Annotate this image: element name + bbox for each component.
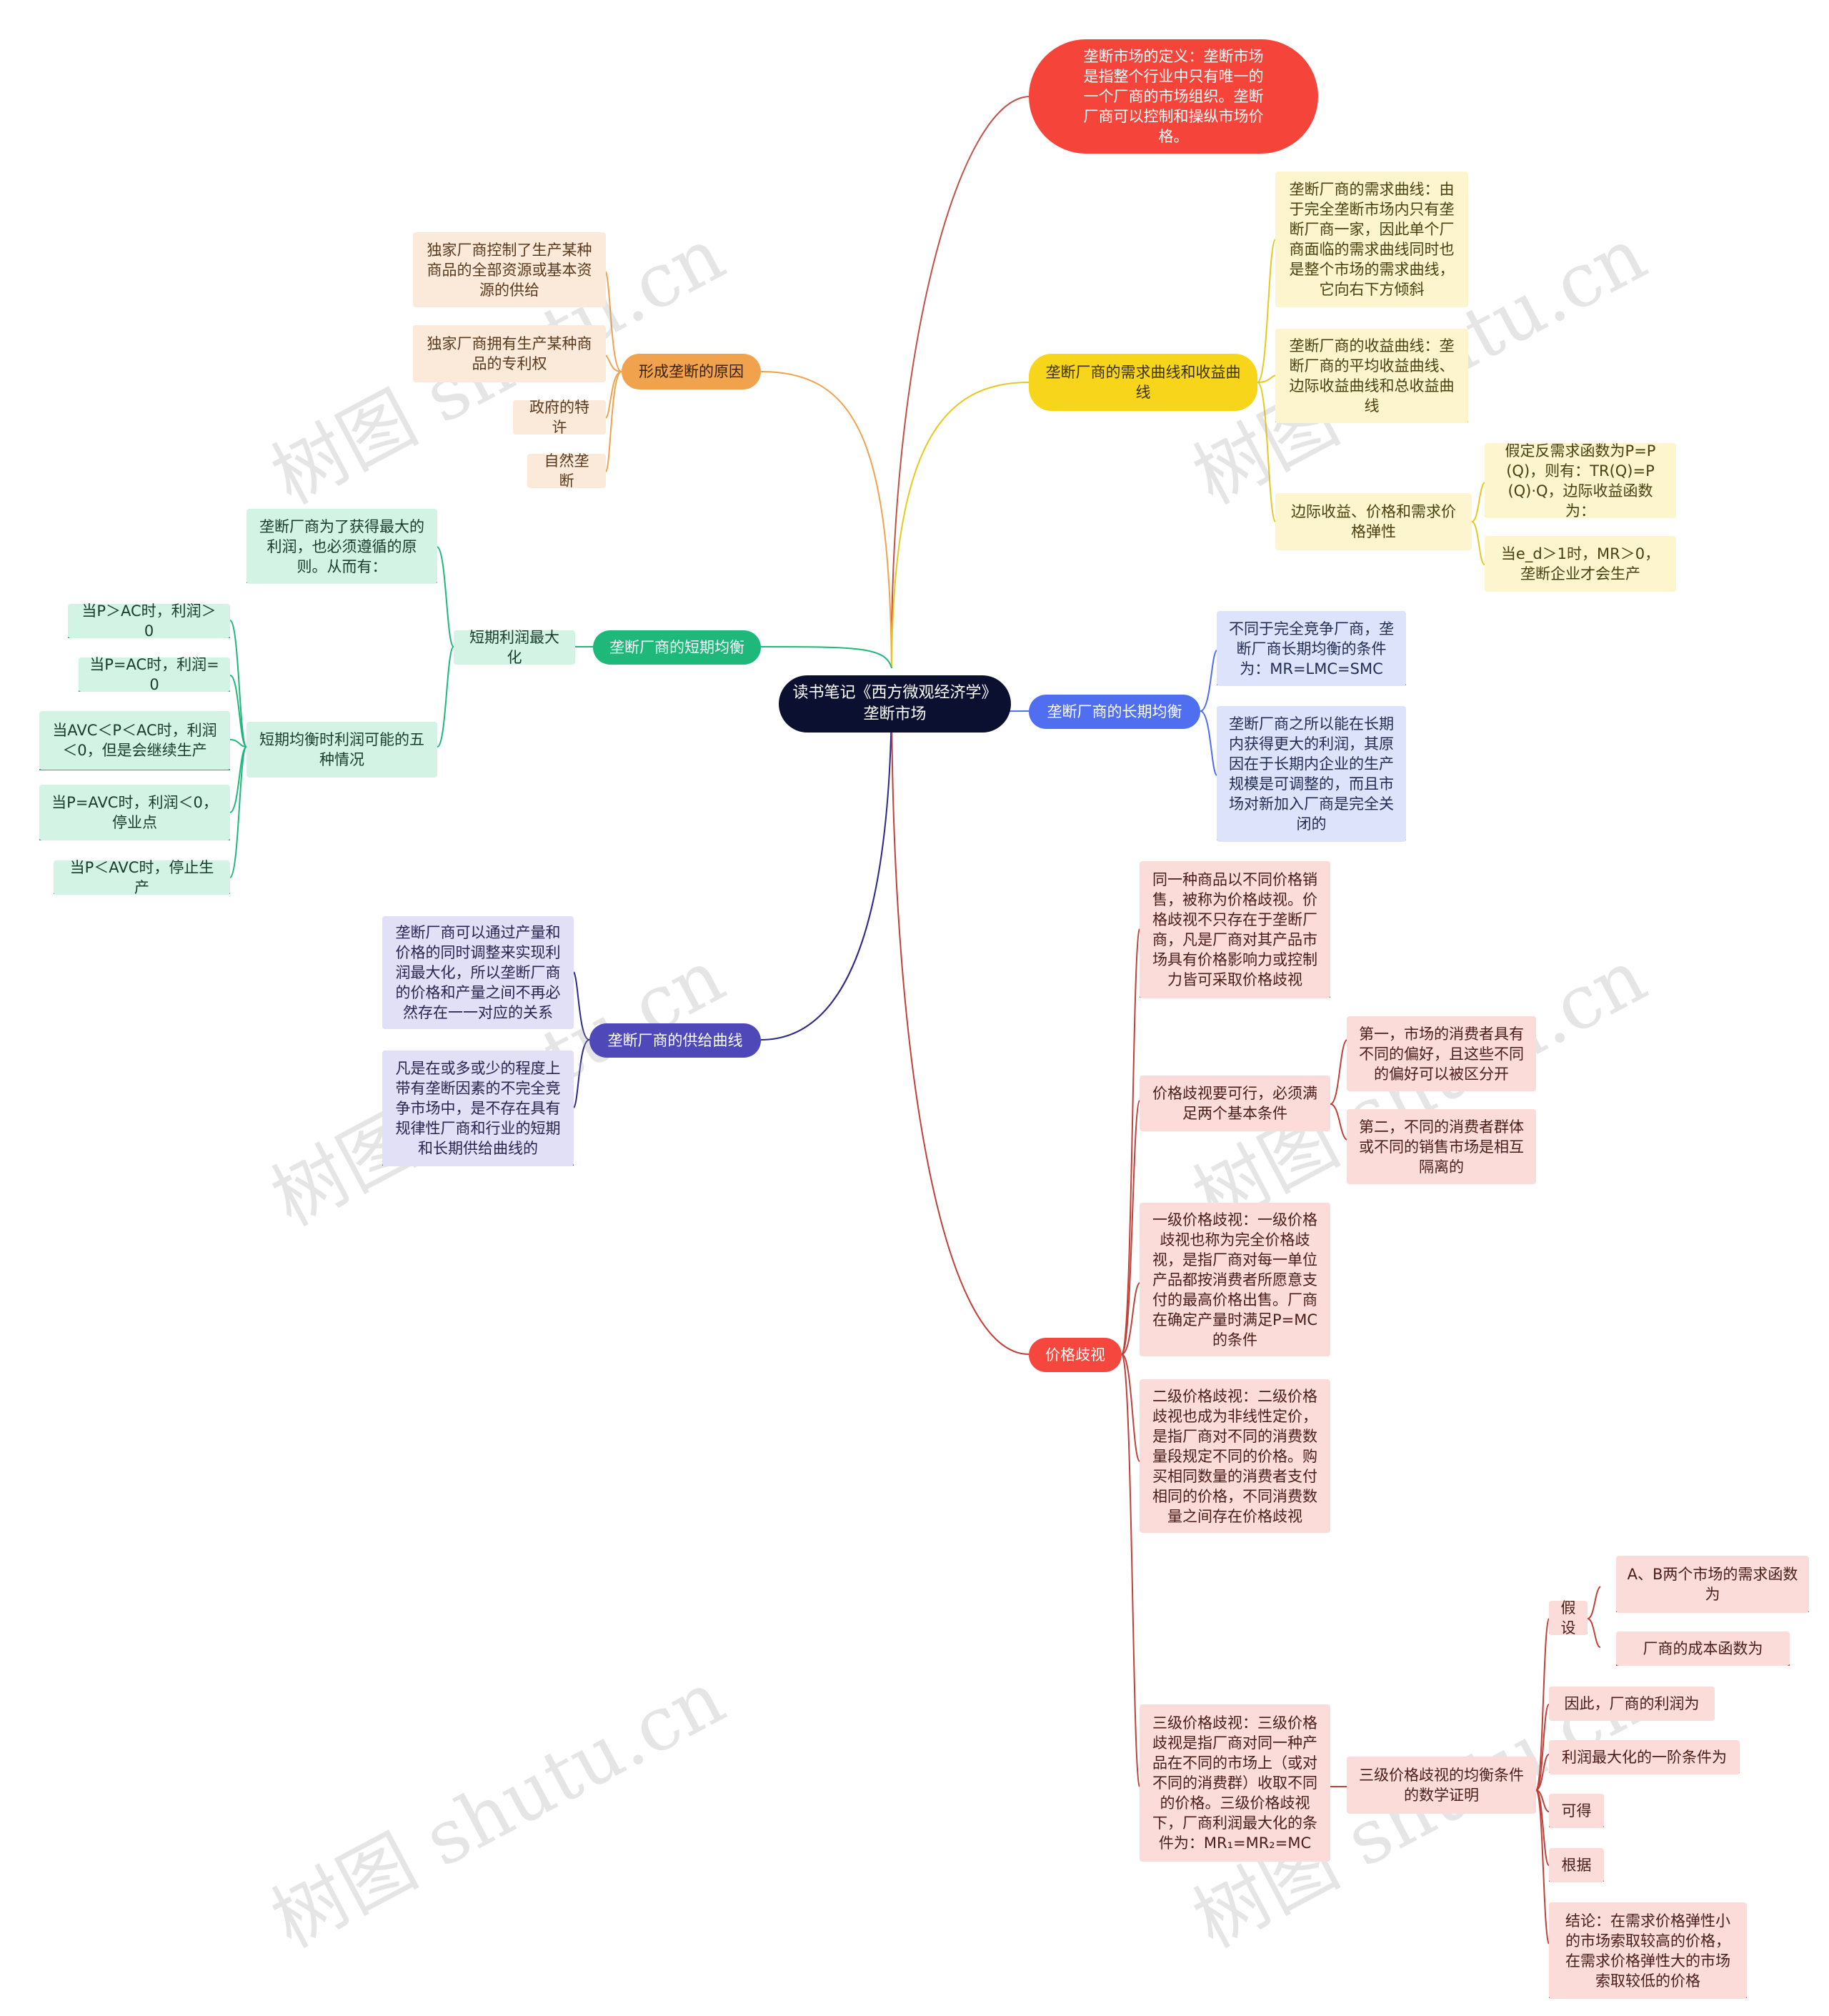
link-root-discrimination <box>891 703 1030 1355</box>
proof-item[interactable]: 可得 <box>1549 1794 1604 1828</box>
demand-item[interactable]: 垄断厂商的需求曲线：由于完全垄断市场内只有垄断厂商一家，因此单个厂商面临的需求曲… <box>1275 172 1468 307</box>
condition-item[interactable]: 第二，不同的消费者群体或不同的销售市场是相互隔离的 <box>1347 1109 1536 1184</box>
supply-item[interactable]: 凡是在或多或少的程度上带有垄断因素的不完全竞争市场中，是不存在具有规律性厂商和行… <box>382 1051 574 1166</box>
discrimination-definition[interactable]: 同一种商品以不同价格销售，被称为价格歧视。价格歧视不只存在于垄断厂商，凡是厂商对… <box>1140 861 1330 998</box>
causes-item[interactable]: 自然垄断 <box>527 452 606 490</box>
link-root-causes <box>760 371 892 669</box>
longrun-item[interactable]: 不同于完全竞争厂商，垄断厂商长期均衡的条件为：MR=LMC=SMC <box>1217 611 1406 686</box>
definition-node[interactable]: 垄断市场的定义：垄断市场是指整个行业中只有唯一的一个厂商的市场组织。垄断厂商可以… <box>1029 39 1318 154</box>
proof-node[interactable]: 三级价格歧视的均衡条件的数学证明 <box>1347 1757 1536 1814</box>
shortrun-subitem[interactable]: 垄断厂商为了获得最大的利润，也必须遵循的原则。从而有： <box>246 509 437 584</box>
condition-item[interactable]: 第一，市场的消费者具有不同的偏好，且这些不同的偏好可以被区分开 <box>1347 1016 1536 1091</box>
proof-item[interactable]: 因此，厂商的利润为 <box>1549 1687 1715 1721</box>
demand-subitem[interactable]: 当e_d＞1时，MR＞0，垄断企业才会生产 <box>1485 536 1676 592</box>
shortrun-case[interactable]: 当P＜AVC时，停止生产 <box>54 859 230 896</box>
link-root-definition <box>890 96 1030 669</box>
third-degree[interactable]: 三级价格歧视：三级价格歧视是指厂商对同一种产品在不同的市场上（或对不同的消费群）… <box>1140 1704 1330 1862</box>
shortrun-case[interactable]: 当P=AVC时，利润＜0，停业点 <box>39 785 230 840</box>
link-root-supply <box>760 703 892 1041</box>
demand-item[interactable]: 垄断厂商的收益曲线：垄断厂商的平均收益曲线、边际收益曲线和总收益曲线 <box>1275 329 1468 423</box>
proof-item[interactable]: 根据 <box>1549 1848 1604 1882</box>
assume-item[interactable]: A、B两个市场的需求函数为 <box>1616 1556 1809 1613</box>
shortrun-sub[interactable]: 短期利润最大化 <box>454 629 575 666</box>
demand-subitem[interactable]: 假定反需求函数为P=P(Q)，则有：TR(Q)=P(Q)·Q，边际收益函数为： <box>1485 442 1676 520</box>
causes-branch[interactable]: 形成垄断的原因 <box>622 354 761 389</box>
shortrun-case[interactable]: 当P＞AC时，利润＞0 <box>68 602 230 640</box>
shortrun-branch[interactable]: 垄断厂商的短期均衡 <box>593 630 761 665</box>
first-degree[interactable]: 一级价格歧视：一级价格歧视也称为完全价格歧视，是指厂商对每一单位产品都按消费者所… <box>1140 1203 1330 1356</box>
assume-item[interactable]: 厂商的成本函数为 <box>1616 1632 1790 1666</box>
supply-item[interactable]: 垄断厂商可以通过产量和价格的同时调整来实现利润最大化，所以垄断厂商的价格和产量之… <box>382 916 574 1029</box>
supply-branch[interactable]: 垄断厂商的供给曲线 <box>589 1023 761 1058</box>
causes-item[interactable]: 独家厂商拥有生产某种商品的专利权 <box>413 325 606 382</box>
proof-item[interactable]: 假设 <box>1549 1599 1588 1637</box>
longrun-branch[interactable]: 垄断厂商的长期均衡 <box>1029 695 1200 729</box>
demand-branch[interactable]: 垄断厂商的需求曲线和收益曲线 <box>1029 354 1257 411</box>
causes-item[interactable]: 政府的特许 <box>513 399 606 436</box>
shortrun-subitem[interactable]: 短期均衡时利润可能的五种情况 <box>246 722 437 778</box>
discrimination-conditions[interactable]: 价格歧视要可行，必须满足两个基本条件 <box>1140 1076 1330 1131</box>
proof-item[interactable]: 利润最大化的一阶条件为 <box>1549 1740 1740 1774</box>
link-root-shortrun <box>760 646 892 669</box>
second-degree[interactable]: 二级价格歧视：二级价格歧视也成为非线性定价，是指厂商对不同的消费数量段规定不同的… <box>1140 1379 1330 1533</box>
longrun-item[interactable]: 垄断厂商之所以能在长期内获得更大的利润，其原因在于长期内企业的生产规模是可调整的… <box>1217 706 1406 842</box>
link-root-demand <box>891 382 1030 669</box>
discrimination-branch[interactable]: 价格歧视 <box>1029 1338 1122 1372</box>
root-topic[interactable]: 读书笔记《西方微观经济学》垄断市场 <box>779 675 1011 733</box>
demand-item[interactable]: 边际收益、价格和需求价格弹性 <box>1275 493 1472 550</box>
shortrun-case[interactable]: 当P=AC时，利润=0 <box>79 656 230 693</box>
proof-conclusion[interactable]: 结论：在需求价格弹性小的市场索取较高的价格，在需求价格弹性大的市场索取较低的价格 <box>1549 1902 1747 1999</box>
shortrun-case[interactable]: 当AVC＜P＜AC时，利润＜0，但是会继续生产 <box>39 711 230 770</box>
causes-item[interactable]: 独家厂商控制了生产某种商品的全部资源或基本资源的供给 <box>413 232 606 307</box>
